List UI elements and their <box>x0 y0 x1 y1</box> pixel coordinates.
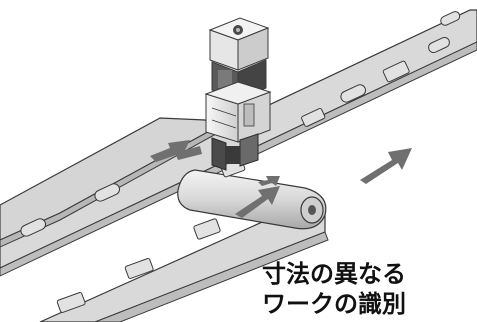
lower-conveyor-belt <box>39 204 329 322</box>
electric-gripper <box>204 17 272 171</box>
workpiece-group-main <box>20 11 461 237</box>
flow-arrow-icon <box>150 140 202 162</box>
caption-line-2: ワークの識別 <box>262 290 406 318</box>
transfer-roller <box>177 169 327 230</box>
flow-arrow-icon <box>235 186 280 218</box>
caption-line-1: 寸法の異なる <box>262 260 406 288</box>
flow-arrow-icon <box>258 176 280 186</box>
caption: 寸法の異なる ワークの識別 <box>262 259 472 319</box>
flow-arrow-icon <box>360 148 412 184</box>
